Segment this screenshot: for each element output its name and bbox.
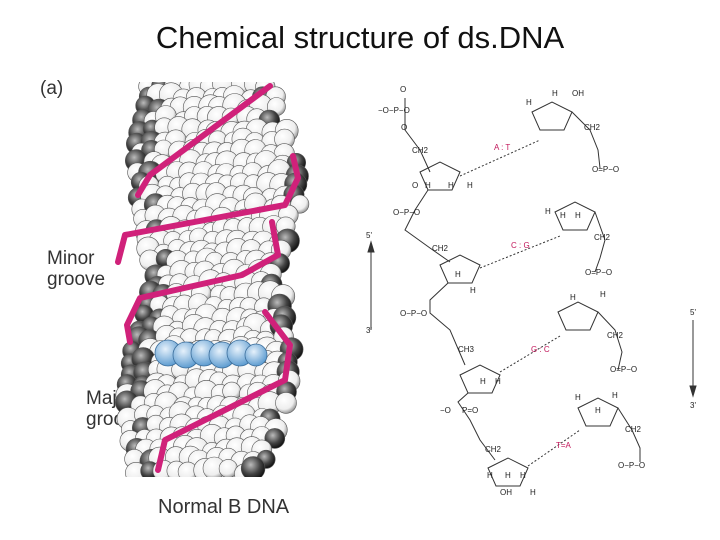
svg-text:CH2: CH2 xyxy=(412,146,429,155)
svg-text:H: H xyxy=(505,471,511,480)
backbone-ribbons xyxy=(115,83,301,473)
svg-text:H: H xyxy=(575,393,581,402)
svg-text:H: H xyxy=(552,89,558,98)
svg-text:CH3: CH3 xyxy=(458,345,475,354)
svg-text:H: H xyxy=(600,290,606,299)
base-pair-label: G : C xyxy=(531,345,550,354)
svg-text:H: H xyxy=(560,211,566,220)
svg-text:H: H xyxy=(520,471,526,480)
atom-sphere xyxy=(264,428,286,449)
svg-text:H: H xyxy=(530,488,536,497)
base-pair-label: A : T xyxy=(494,143,510,152)
svg-text:−O−P−O: −O−P−O xyxy=(378,106,410,115)
svg-text:CH2: CH2 xyxy=(607,331,624,340)
svg-text:H: H xyxy=(425,181,431,190)
svg-text:H: H xyxy=(526,98,532,107)
svg-text:H: H xyxy=(495,377,501,386)
svg-text:H: H xyxy=(575,211,581,220)
svg-text:CH2: CH2 xyxy=(594,233,611,242)
svg-text:O=P−O: O=P−O xyxy=(585,268,612,277)
svg-text:H: H xyxy=(455,270,461,279)
svg-text:−O: −O xyxy=(440,406,451,415)
atom-spheres xyxy=(115,82,310,477)
svg-text:O−P−O: O−P−O xyxy=(400,309,427,318)
svg-text:H: H xyxy=(595,406,601,415)
base-pair-highlight xyxy=(154,339,268,369)
svg-text:CH2: CH2 xyxy=(485,445,502,454)
svg-text:OH: OH xyxy=(500,488,512,497)
svg-text:H: H xyxy=(545,207,551,216)
strand-end-label: 5' xyxy=(690,308,696,317)
svg-text:OH: OH xyxy=(572,89,584,98)
model-caption: Normal B DNA xyxy=(158,496,290,518)
svg-text:CH2: CH2 xyxy=(584,123,601,132)
svg-text:O=P−O: O=P−O xyxy=(610,365,637,374)
svg-text:O: O xyxy=(400,85,406,94)
svg-text:O=P−O: O=P−O xyxy=(592,165,619,174)
svg-text:H: H xyxy=(487,471,493,480)
svg-text:CH2: CH2 xyxy=(432,244,449,253)
base-pair-label: T=A xyxy=(556,441,572,450)
svg-text:H: H xyxy=(480,377,486,386)
panel-label: (a) xyxy=(40,78,64,99)
svg-text:H: H xyxy=(612,391,618,400)
base-pair-label: C : G xyxy=(511,241,530,250)
atom-sphere xyxy=(275,392,297,414)
svg-text:H: H xyxy=(467,181,473,190)
svg-text:CH2: CH2 xyxy=(625,425,642,434)
strand-end-label: 3' xyxy=(690,401,696,410)
svg-text:H: H xyxy=(570,293,576,302)
svg-text:H: H xyxy=(470,286,476,295)
svg-text:O−P−O: O−P−O xyxy=(618,461,645,470)
atom-sphere xyxy=(240,456,266,477)
svg-text:O: O xyxy=(401,123,407,132)
strand-end-label: 5' xyxy=(366,231,372,240)
strand-end-label: 3' xyxy=(366,326,372,335)
svg-text:P=O: P=O xyxy=(462,406,478,415)
minor-groove-label: Minor groove xyxy=(47,248,106,290)
svg-text:H: H xyxy=(448,181,454,190)
svg-text:O: O xyxy=(412,181,418,190)
svg-text:O−P−O: O−P−O xyxy=(393,208,420,217)
slide-title: Chemical structure of ds.DNA xyxy=(155,20,565,55)
